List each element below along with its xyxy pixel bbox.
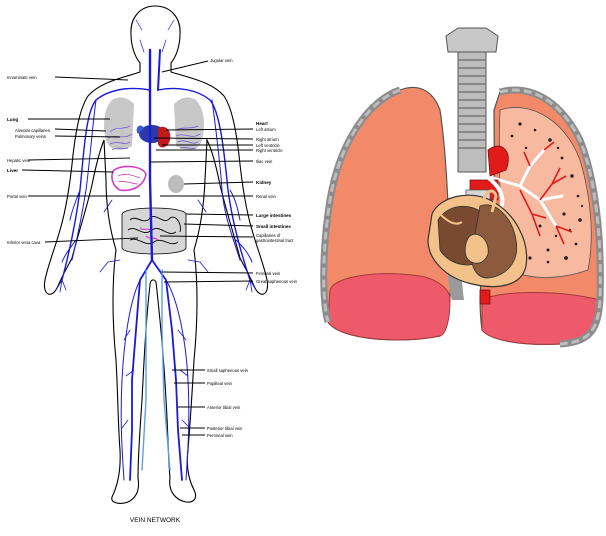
label-hepatic-vein: Hepatic vein: [7, 158, 31, 163]
label-liver: Liver: [7, 168, 18, 173]
intestines: [122, 208, 186, 254]
label-portal-vein: Portal vein: [7, 194, 27, 199]
label-jugular-vein: Jugular vein: [210, 58, 233, 63]
label-posterior-tibial-vein: Posterior tibial vein: [207, 426, 243, 431]
label-small-intestines: Small intestines: [256, 224, 291, 229]
label-alveolar-capillaries: Alveolar capillaries: [15, 128, 50, 133]
label-femoral-vein: Femoral vein: [256, 271, 281, 276]
label-renal-vein: Renal vein: [256, 194, 276, 199]
kidney-organ: [168, 175, 184, 193]
label-innominate-vein: Innominate vein: [7, 75, 37, 80]
caption-vein-network: VEIN NETWORK: [130, 517, 181, 524]
vein-network-figure: Innominate vein Lung Alveolar capillarie…: [7, 6, 298, 524]
label-anterior-tibial-vein: Anterior tibial vein: [207, 405, 241, 410]
label-peroneal-vein: Peroneal vein: [207, 433, 233, 438]
label-lung: Lung: [7, 117, 18, 122]
label-right-ventricle: Right ventricle: [256, 148, 283, 153]
label-kidney: Kidney: [256, 180, 272, 185]
lungs-heart-figure: [324, 28, 601, 344]
label-heart: Heart: [256, 121, 268, 126]
label-left-atrium: Left atrium: [256, 127, 276, 132]
label-inferior-vena-cava: Inferior vena cava: [7, 240, 41, 245]
label-right-atrium: Right atrium: [256, 137, 279, 142]
label-small-saphenous-vein: Small saphenous vein: [207, 368, 249, 373]
label-pulmonary-veins: Pulmonary veins: [15, 134, 46, 139]
label-large-intestines: Large intestines: [256, 213, 292, 218]
label-great-saphenous-vein: Great saphenous vein: [256, 279, 298, 284]
label-gastrointestinal-tract: gastrointestinal tract: [256, 238, 294, 243]
label-popliteal-vein: Popliteal vein: [207, 381, 233, 386]
label-iliac-vein: Iliac vein: [256, 159, 273, 164]
